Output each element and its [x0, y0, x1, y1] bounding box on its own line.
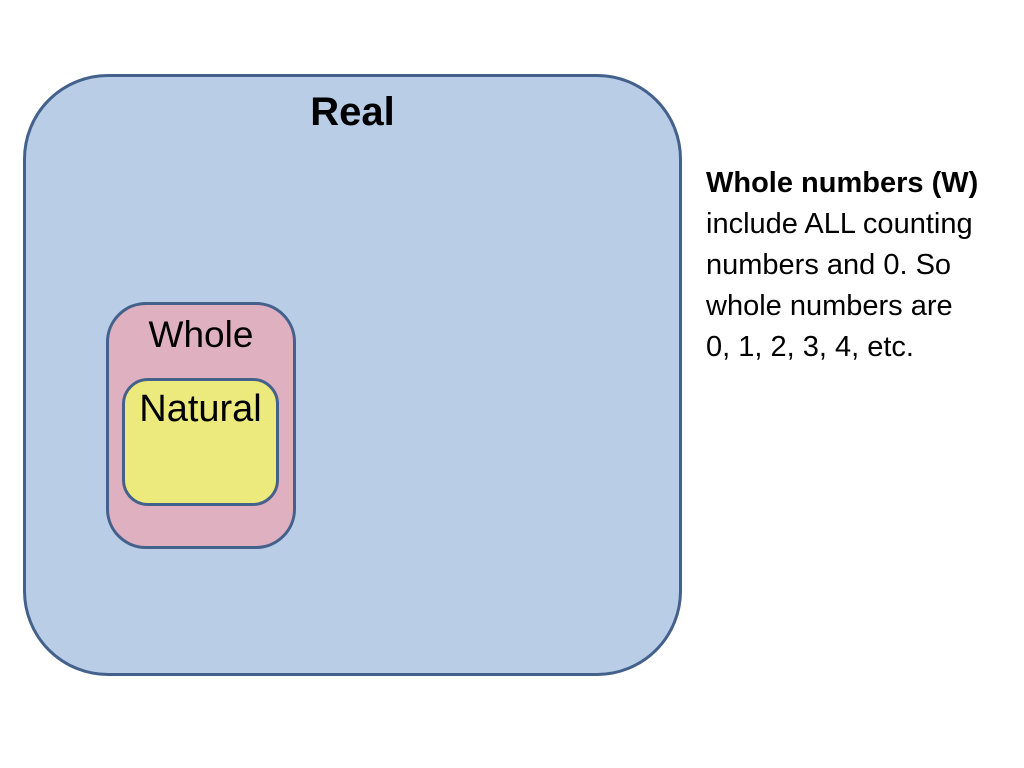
whole-numbers-set-shape: Whole Natural	[106, 302, 296, 549]
natural-numbers-set-shape: Natural	[122, 378, 279, 506]
real-set-label: Real	[310, 90, 395, 134]
real-numbers-set-shape: Real Whole Natural	[23, 74, 682, 676]
note-line: numbers and 0. So	[706, 249, 952, 281]
note-line: include ALL counting	[706, 208, 973, 240]
whole-set-label: Whole	[148, 314, 254, 355]
note-line: whole numbers are	[706, 290, 953, 322]
natural-set-label: Natural	[139, 388, 262, 430]
whole-numbers-note: Whole numbers (W) include ALL counting n…	[706, 163, 1018, 368]
note-line: 0, 1, 2, 3, 4, etc.	[706, 331, 914, 363]
note-line-heading: Whole numbers (W)	[706, 167, 979, 199]
